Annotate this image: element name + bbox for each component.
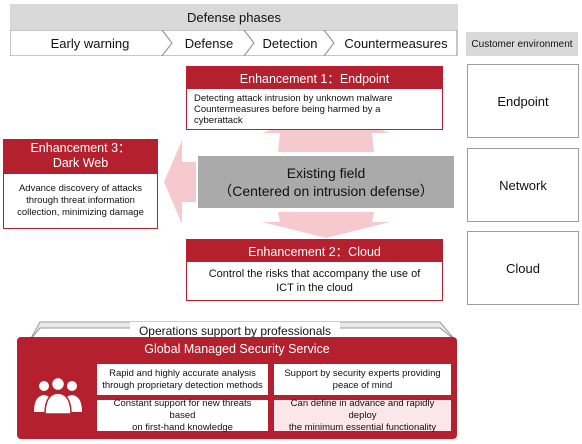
phase-detection-shape [243, 30, 335, 56]
gmss-c4-line1: Can define in advance and rapidly deploy [290, 397, 435, 421]
defense-phases-title: Defense phases [10, 4, 458, 30]
enh3-line3: collection, minimizing damage [17, 207, 144, 218]
env-network: Network [467, 148, 579, 222]
env-endpoint: Endpoint [467, 64, 579, 138]
enh2-line1: Control the risks that accompany the use… [208, 268, 421, 280]
gmss-c2-line2: peace of mind [332, 379, 393, 391]
phase-countermeasures: Countermeasures [344, 35, 448, 51]
arrow-left [164, 140, 196, 224]
existing-field: Existing field （Centered on intrusion de… [198, 156, 454, 208]
gmss-cell-constant-support: Constant support for new threats based o… [97, 397, 268, 433]
enh3-body: Advance discovery of attacks through thr… [3, 173, 158, 229]
enh3-title-line2: Dark Web [52, 156, 109, 170]
gmss-c3-line2: on first-hand knowledge [132, 421, 233, 433]
gmss-c1-line2: through proprietary detection methods [102, 379, 263, 391]
arrow-up [262, 110, 390, 152]
enh1-line1: Detecting attack intrusion by unknown ma… [194, 93, 393, 104]
phase-defense: Defense [184, 35, 234, 51]
gmss-title: Global Managed Security Service [144, 342, 330, 356]
people-icon [34, 376, 82, 414]
enh2-title: Enhancement 2：Cloud [186, 239, 443, 261]
enh1-line2: Countermeasures before being harmed by a [194, 104, 381, 115]
env-cloud: Cloud [467, 231, 579, 305]
existing-line1: Existing field [286, 165, 366, 181]
enh3-title: Enhancement 3： Dark Web [3, 139, 158, 173]
phase-detection: Detection [262, 35, 318, 51]
gmss-c3-line1: Constant support for new threats based [113, 397, 252, 421]
gmss-cell-deploy: Can define in advance and rapidly deploy… [274, 397, 451, 433]
enh3-line2: through threat information [26, 195, 135, 206]
gmss-c4-line2: the minimum essential functionality [288, 421, 437, 433]
phase-early-warning: Early warning [50, 35, 130, 51]
customer-environment-label: Customer environment [466, 32, 578, 56]
enh1-body: Detecting attack intrusion by unknown ma… [186, 88, 443, 130]
enh2-line2: ICT in the cloud [276, 282, 353, 294]
arrow-down [262, 212, 390, 238]
gmss-c2-line1: Support by security experts providing [284, 367, 441, 379]
gmss-cell-analysis: Rapid and highly accurate analysis throu… [97, 364, 268, 395]
gmss-c1-line1: Rapid and highly accurate analysis [109, 367, 256, 379]
phase-countermeasures-shape [323, 30, 458, 56]
enh3-line1: Advance discovery of attacks [18, 183, 143, 194]
enh2-body: Control the risks that accompany the use… [186, 261, 443, 301]
phase-defense-shape [161, 30, 255, 56]
defense-phases-bar: Early warning Defense Detection Counterm… [10, 30, 458, 56]
enh1-line3: cyberattack [194, 115, 243, 126]
existing-line2: （Centered on intrusion defense） [218, 183, 434, 199]
gmss-cell-experts: Support by security experts providing pe… [274, 364, 451, 395]
enh3-title-line1: Enhancement 3： [30, 141, 131, 155]
ops-support-label: Operations support by professionals [130, 322, 340, 340]
enh1-title: Enhancement 1：Endpoint [186, 66, 443, 88]
